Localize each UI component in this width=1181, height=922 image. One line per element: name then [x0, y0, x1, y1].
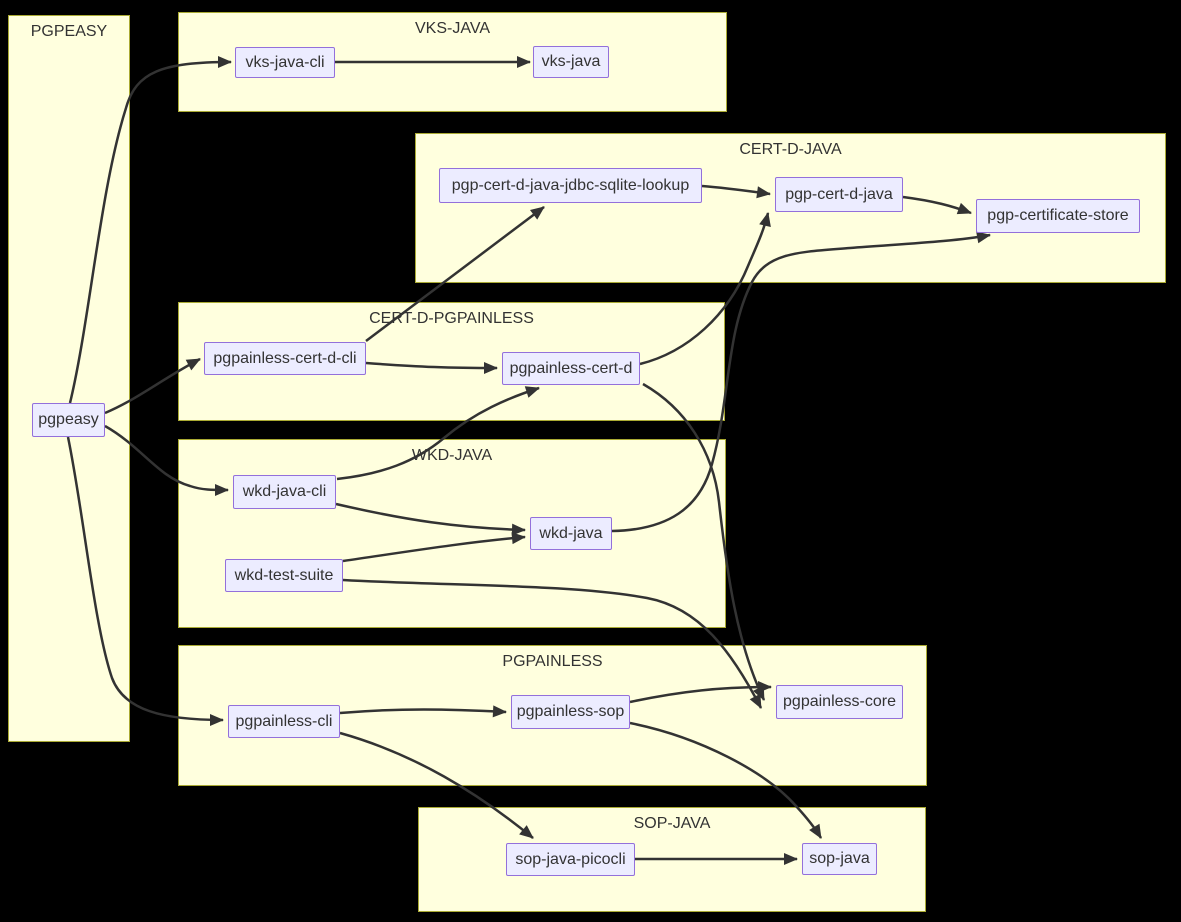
node-label-pgpainless-cert-d: pgpainless-cert-d — [509, 359, 633, 377]
node-label-pgp-certificate-store: pgp-certificate-store — [987, 207, 1129, 224]
node-label-vks-java: vks-java — [541, 53, 601, 70]
node-wkd-java-cli: wkd-java-cli — [233, 475, 336, 509]
node-vks-java-cli: vks-java-cli — [235, 47, 335, 78]
edge-pgp-cert-d-java--pgp-certificate-store — [902, 195, 972, 215]
edge-wkd-test-suite--wkd-java — [342, 532, 526, 563]
edge-pgpainless-cert-d--pgpainless-core — [642, 382, 766, 701]
cluster-title-pgpainless-group: PGPAINLESS — [502, 653, 603, 670]
node-sop-java-picocli: sop-java-picocli — [506, 843, 635, 876]
node-pgp-cert-d-java: pgp-cert-d-java — [775, 177, 903, 212]
cluster-pgpeasy-group: PGPEASY — [8, 15, 130, 742]
cluster-title-cert-d-java-group: CERT-D-JAVA — [739, 141, 842, 158]
edge-pgpainless-cert-d-cli--pgp-cert-d-java-jdbc-sqlite-lookup — [365, 206, 545, 342]
node-label-vks-java-cli: vks-java-cli — [245, 53, 325, 71]
cluster-title-wkd-java-group: WKD-JAVA — [411, 447, 493, 464]
edge-pgpainless-sop--sop-java — [629, 721, 823, 839]
edge-pgpeasy--pgpainless-cert-d-cli — [104, 357, 201, 415]
node-label-pgpainless-cert-d-cli: pgpainless-cert-d-cli — [213, 349, 357, 367]
node-label-sop-java: sop-java — [809, 850, 870, 867]
edge-pgpeasy--pgpainless-cli — [66, 436, 224, 726]
edge-wkd-java-cli--wkd-java — [335, 502, 526, 536]
node-wkd-java: wkd-java — [530, 517, 612, 550]
node-vks-java: vks-java — [533, 46, 609, 78]
edge-wkd-test-suite--pgpainless-core — [342, 578, 763, 709]
edge-pgpainless-sop--pgpainless-core — [629, 681, 772, 704]
edge-pgpainless-cert-d--pgp-cert-d-java — [639, 212, 771, 366]
node-pgp-cert-d-java-jdbc-sqlite-lookup: pgp-cert-d-java-jdbc-sqlite-lookup — [439, 168, 702, 203]
node-label-pgpainless-core: pgpainless-core — [783, 693, 896, 710]
cluster-title-vks-java-group: VKS-JAVA — [415, 20, 490, 37]
node-label-pgp-cert-d-java-jdbc-sqlite-lookup: pgp-cert-d-java-jdbc-sqlite-lookup — [451, 176, 690, 194]
edge-pgp-cert-d-java-jdbc-sqlite-lookup--pgp-cert-d-java — [701, 184, 771, 199]
edge-pgpeasy--wkd-java-cli — [104, 424, 229, 496]
node-pgp-certificate-store: pgp-certificate-store — [976, 199, 1140, 233]
node-pgpainless-core: pgpainless-core — [776, 685, 903, 719]
node-label-wkd-test-suite: wkd-test-suite — [234, 566, 334, 584]
node-label-pgp-cert-d-java: pgp-cert-d-java — [785, 185, 893, 203]
node-pgpeasy: pgpeasy — [32, 403, 105, 437]
node-sop-java: sop-java — [802, 843, 877, 875]
cluster-title-pgpeasy-group: PGPEASY — [30, 23, 108, 40]
node-pgpainless-cert-d: pgpainless-cert-d — [502, 352, 640, 385]
node-label-wkd-java-cli: wkd-java-cli — [242, 483, 327, 500]
node-pgpainless-cert-d-cli: pgpainless-cert-d-cli — [204, 342, 366, 375]
cluster-title-sop-java-group: SOP-JAVA — [633, 815, 711, 832]
node-label-pgpeasy: pgpeasy — [38, 411, 99, 428]
node-label-wkd-java: wkd-java — [539, 524, 603, 542]
cluster-title-cert-d-pgpainless-group: CERT-D-PGPAINLESS — [369, 310, 534, 327]
node-label-pgpainless-cli: pgpainless-cli — [235, 712, 333, 730]
node-label-pgpainless-sop: pgpainless-sop — [516, 703, 625, 720]
edge-pgpainless-cli--sop-java-picocli — [339, 731, 534, 839]
edge-pgpeasy--vks-java-cli — [68, 56, 232, 404]
node-label-sop-java-picocli: sop-java-picocli — [515, 850, 626, 868]
edge-pgpainless-cert-d-cli--pgpainless-cert-d — [365, 361, 498, 374]
edge-pgpainless-cli--pgpainless-sop — [339, 705, 507, 718]
node-pgpainless-cli: pgpainless-cli — [228, 705, 340, 738]
node-wkd-test-suite: wkd-test-suite — [225, 559, 343, 592]
edge-wkd-java-cli--pgpainless-cert-d — [336, 386, 540, 481]
edge-wkd-java--pgp-certificate-store — [611, 231, 991, 533]
node-pgpainless-sop: pgpainless-sop — [511, 695, 630, 729]
